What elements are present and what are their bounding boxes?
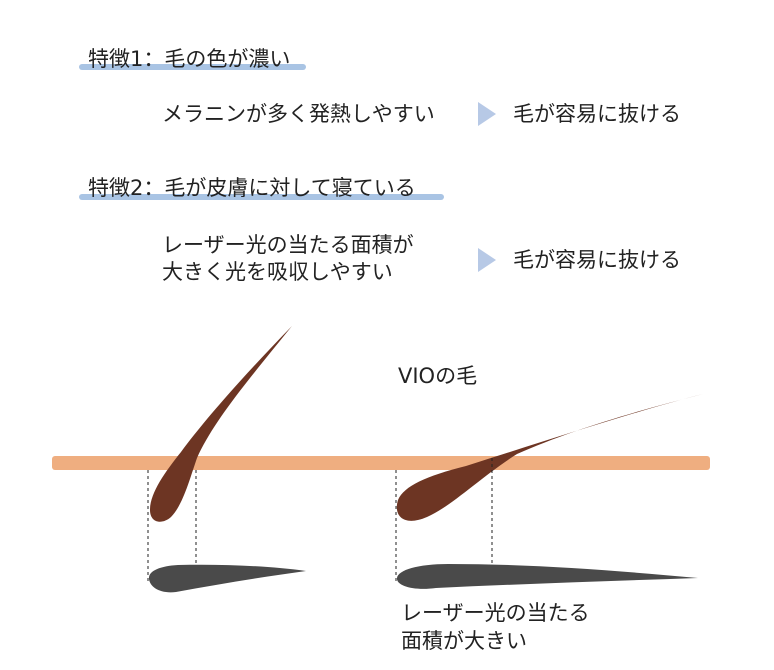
heading-underline-2 <box>79 194 444 200</box>
feature2-heading: 特徴2：毛が皮膚に対して寝ている <box>88 176 416 200</box>
feature1-heading: 特徴1：毛の色が濃い <box>88 47 291 71</box>
flat-hair <box>396 394 703 521</box>
arrow-icon <box>478 248 496 272</box>
feature2-cause-line2: 大きく光を吸収しやすい <box>162 260 393 284</box>
small-projection <box>148 564 306 593</box>
steep-hair <box>150 326 292 522</box>
feature2-result: 毛が容易に抜ける <box>513 248 681 272</box>
arrow-icon <box>478 102 496 126</box>
large-projection <box>396 564 698 589</box>
feature1-result: 毛が容易に抜ける <box>513 102 681 126</box>
skin-surface <box>52 456 710 470</box>
area-label-line1: レーザー光の当たる <box>401 601 590 625</box>
diagram-title: VIOの毛 <box>398 364 477 388</box>
area-label-line2: 面積が大きい <box>401 629 527 653</box>
heading-underline-1 <box>79 64 306 70</box>
feature1-cause: メラニンが多く発熱しやすい <box>162 102 435 126</box>
feature2-cause-line1: レーザー光の当たる面積が <box>162 233 414 257</box>
